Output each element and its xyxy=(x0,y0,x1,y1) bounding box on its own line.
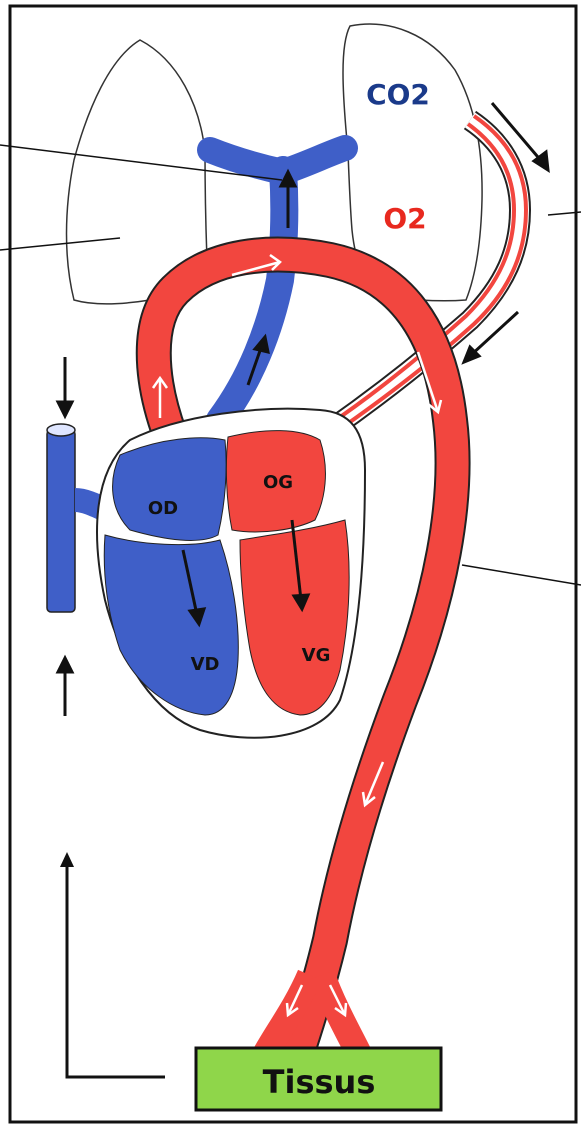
right-atrium xyxy=(113,438,227,541)
vg-label: VG xyxy=(302,645,331,666)
vena-cava xyxy=(47,430,75,612)
tissus-label: Tissus xyxy=(263,1063,376,1101)
co2-label: CO2 xyxy=(366,78,430,111)
pointer-line-aorta xyxy=(462,565,581,585)
vena-cava-opening xyxy=(47,424,75,436)
vd-label: VD xyxy=(191,654,220,675)
pulmonary-branches xyxy=(210,148,345,172)
right-ventricle xyxy=(104,535,238,715)
arrow-head-6 xyxy=(58,658,72,672)
pulmonary-artery xyxy=(220,170,284,420)
od-label: OD xyxy=(148,498,178,519)
o2-label: O2 xyxy=(383,202,426,235)
arrow-head-5 xyxy=(58,402,72,416)
return-flow-line xyxy=(67,860,165,1077)
og-label: OG xyxy=(263,472,293,493)
return-arrow-head xyxy=(60,852,74,867)
